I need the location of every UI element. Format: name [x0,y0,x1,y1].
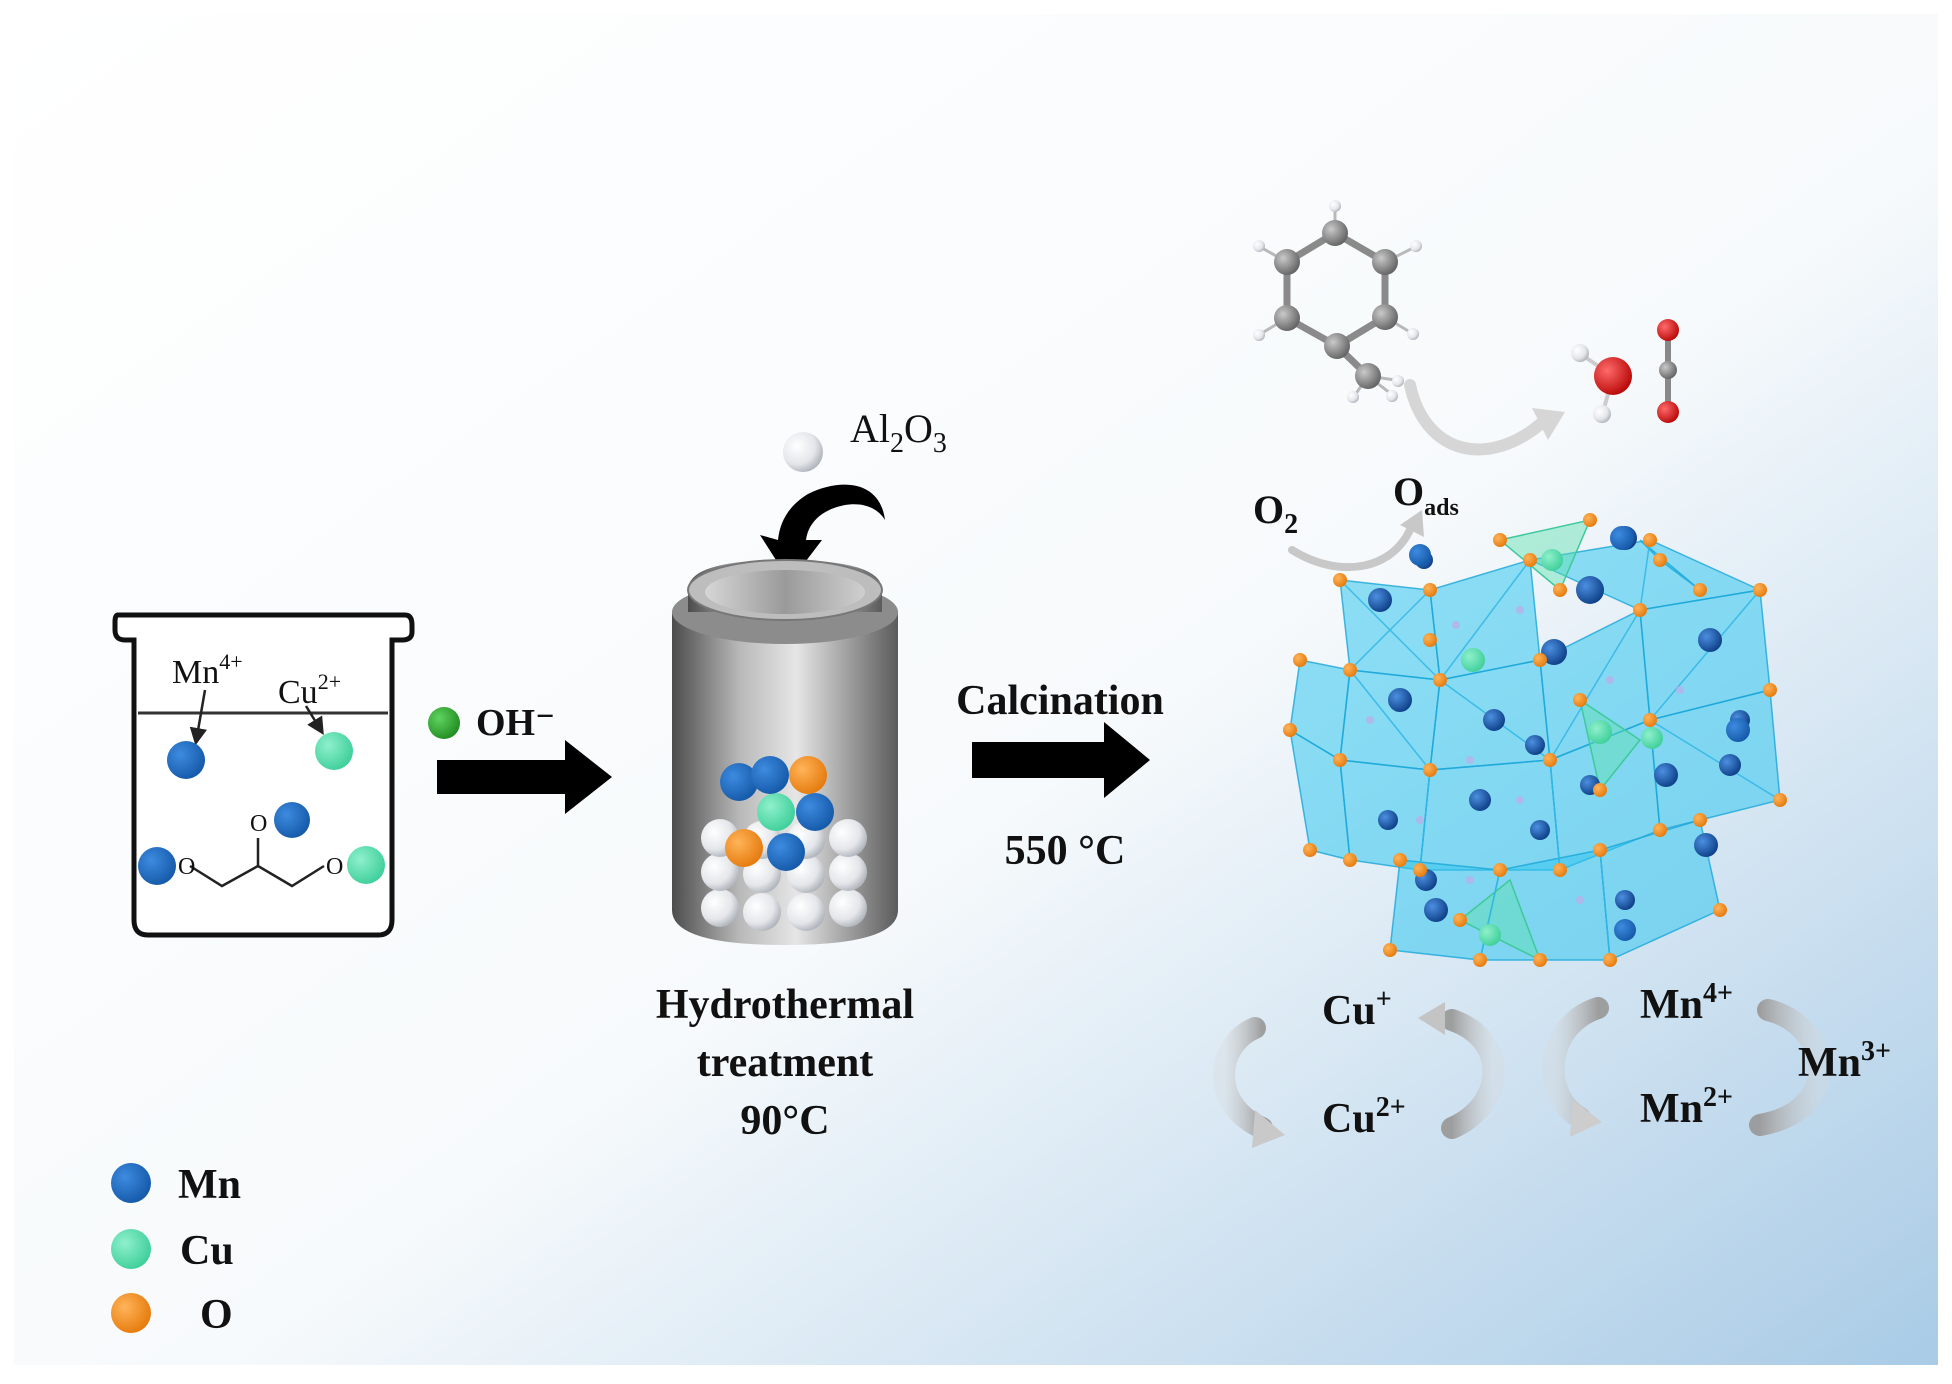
cu-ion-bound [347,846,385,884]
mn-4plus-label: Mn4+ [1640,978,1733,1028]
oh-label: OH⁻ [476,702,555,744]
spinel-crystal-structure [1283,513,1787,967]
legend-label-mn: Mn [178,1162,241,1208]
legend-swatch-o [111,1293,151,1333]
beaker-outline [112,612,415,938]
legend-label-cu: Cu [180,1228,234,1274]
water-molecule [1571,344,1632,423]
mn-pointer-arrow [189,689,208,746]
autoclave: Al2O3 Hydrothermal [656,406,947,1144]
beaker: Mn4+ Cu2+ O O O [112,612,415,938]
cu-ion [315,732,353,770]
mn-3plus-label: Mn3+ [1798,1036,1891,1086]
calcination-temperature: 550 °C [1005,828,1126,874]
mn-ion [167,741,205,779]
legend-item-mn: Mn [111,1162,241,1208]
legend: Mn Cu O [111,1162,241,1338]
hydrothermal-temperature: 90°C [740,1098,829,1144]
cu2-ion-label: Cu2+ [278,669,341,711]
adsorption-arrow [1288,521,1416,572]
legend-item-cu: Cu [111,1228,234,1274]
o-precursor [789,756,827,794]
ligand-oxygen-right: O [326,854,343,880]
legend-item-o: O [111,1292,233,1338]
mn-ion-bound [274,802,310,838]
o2-label: O2 [1253,487,1298,540]
mn-precursor [751,756,789,794]
hydrothermal-label-line1: Hydrothermal [656,982,914,1028]
mn-precursor [796,793,834,831]
cu-precursor [757,793,795,831]
cu-pointer-arrow [304,705,324,735]
mn-reduction-arrow [1542,997,1609,1129]
legend-label-o: O [200,1292,233,1338]
legend-swatch-cu [111,1229,151,1269]
al2o3-label: Al2O3 [850,406,947,459]
step3-arrow-group: Calcination 550 °C [956,678,1164,874]
redox-cycles: Cu+ Cu2+ Mn4+ Mn2+ Mn3+ [1213,978,1891,1148]
add-curved-arrow [760,484,885,582]
ligand-oxygen-top: O [250,811,267,837]
ligand-oxygen-left: O [178,854,195,880]
mn4-ion-label: Mn4+ [172,649,243,691]
mn-ion-bound [138,847,176,885]
mn-precursor [767,833,805,871]
mn-reduction-arrowhead [1570,1100,1602,1137]
step1-arrow [437,740,612,814]
toluene-molecule [1253,200,1422,403]
legend-swatch-mn [111,1163,151,1203]
cu-2plus-label: Cu2+ [1322,1092,1406,1142]
oh-ion-dot [428,707,460,739]
oxidation-arrow [1404,379,1551,456]
adsorption-arrowhead [1400,510,1424,537]
oads-label: Oads [1393,469,1459,521]
step3-arrow [972,722,1150,798]
liner-opening [705,570,865,614]
calcination-label: Calcination [956,678,1164,724]
ligand-chain [189,838,325,888]
cu-plus-label: Cu+ [1322,984,1392,1034]
mn-precursor [720,763,758,801]
cu-reduction-arrow [1213,1017,1273,1139]
al2o3-particle [783,432,823,472]
co2-molecule [1657,319,1679,423]
o-precursor [725,829,763,867]
mn-2plus-label: Mn2+ [1640,1082,1733,1132]
cross-arrow-up [1441,1009,1505,1139]
oxidation-arrowhead [1532,408,1565,440]
step1-arrow-group: OH⁻ [428,702,612,814]
mn-disproportion-arrow [1749,999,1831,1136]
hydrothermal-label-line2: treatment [697,1040,873,1086]
cross-arrow-up-head [1418,1002,1445,1035]
cu-reduction-arrowhead [1252,1110,1285,1148]
